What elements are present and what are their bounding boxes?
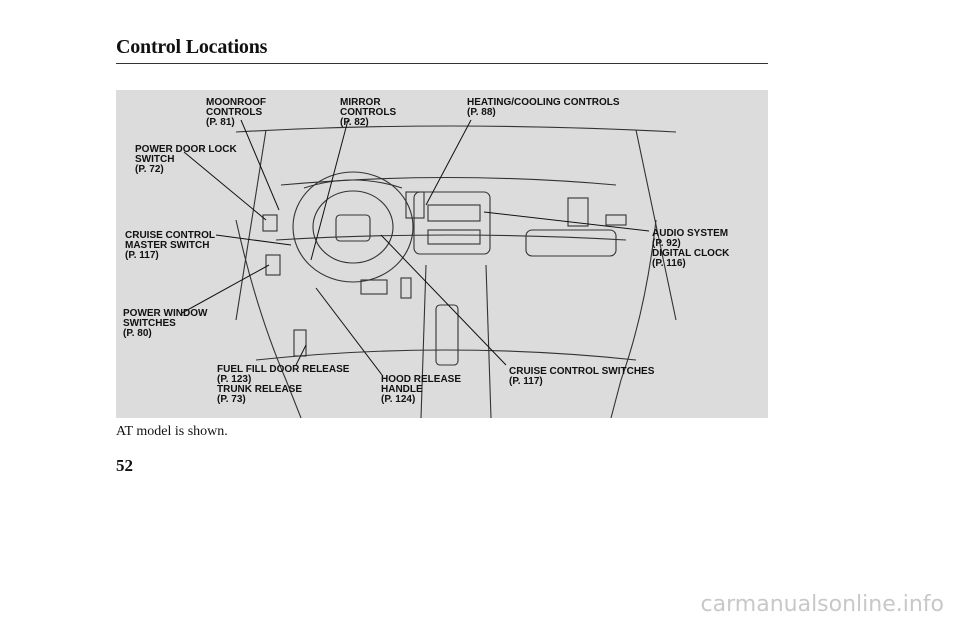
callout-moonroof-controls: MOONROOF CONTROLS (P. 81) (206, 98, 266, 128)
a-pillar-left (236, 130, 266, 320)
page-number: 52 (116, 456, 133, 476)
audio-unit (428, 205, 480, 221)
callout-power-door-lock-switch: POWER DOOR LOCK SWITCH (P. 72) (135, 145, 237, 175)
door-lock-switch (263, 215, 277, 231)
pedal-brake (361, 280, 387, 294)
windshield-frame (236, 126, 676, 132)
center-stack (414, 192, 490, 254)
callout-audio-system-digital-clock: AUDIO SYSTEM (P. 92) DIGITAL CLOCK (P. 1… (652, 229, 729, 269)
leader-window (182, 265, 269, 313)
callout-fuel-fill-door-trunk-release: FUEL FILL DOOR RELEASE (P. 123) TRUNK RE… (217, 365, 349, 405)
floor-line (256, 350, 636, 360)
leader-mirror (311, 120, 348, 260)
steering-wheel (293, 172, 413, 282)
climate-unit (428, 230, 480, 244)
fuel-release-lever (294, 330, 306, 356)
pedal-accel (401, 278, 411, 298)
a-pillar-right (636, 130, 676, 320)
leader-hood (316, 288, 382, 375)
callout-mirror-controls: MIRROR CONTROLS (P. 82) (340, 98, 396, 128)
right-door-handle (606, 215, 626, 225)
callout-cruise-control-switches: CRUISE CONTROL SWITCHES (P. 117) (509, 367, 654, 387)
leader-moonroof (241, 120, 279, 210)
title-rule (116, 63, 768, 64)
callout-hood-release-handle: HOOD RELEASE HANDLE (P. 124) (381, 375, 461, 405)
right-door-panel (611, 220, 656, 418)
watermark: carmanualsonline.info (701, 592, 944, 617)
dashboard-lower (276, 235, 626, 240)
glovebox (526, 230, 616, 256)
callout-power-window-switches: POWER WINDOW SWITCHES (P. 80) (123, 309, 207, 339)
callout-heating-cooling-controls: HEATING/COOLING CONTROLS (P. 88) (467, 98, 620, 118)
figure-caption: AT model is shown. (116, 424, 228, 440)
page-title: Control Locations (116, 36, 267, 59)
callout-cruise-control-master-switch: CRUISE CONTROL MASTER SWITCH (P. 117) (125, 231, 215, 261)
gear-shifter (436, 305, 458, 365)
steering-wheel-inner (313, 191, 393, 263)
